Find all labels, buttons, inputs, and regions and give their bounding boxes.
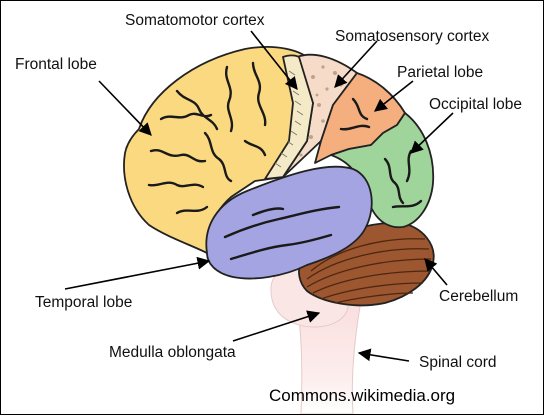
label-medulla-oblongata: Medulla oblongata [109, 344, 236, 361]
label-somatosensory-cortex: Somatosensory cortex [335, 28, 489, 45]
label-spinal-cord: Spinal cord [419, 354, 497, 371]
label-parietal-lobe: Parietal lobe [397, 64, 483, 81]
arrow-frontal [99, 81, 151, 135]
label-frontal-lobe: Frontal lobe [15, 56, 97, 73]
source-credit: Commons.wikimedia.org [269, 386, 455, 405]
label-occipital-lobe: Occipital lobe [429, 96, 522, 113]
arrow-spinal-cord [359, 353, 409, 361]
label-temporal-lobe: Temporal lobe [35, 294, 132, 311]
label-cerebellum: Cerebellum [439, 288, 518, 305]
label-somatomotor-cortex: Somatomotor cortex [125, 12, 265, 29]
arrow-temporal [65, 261, 209, 289]
